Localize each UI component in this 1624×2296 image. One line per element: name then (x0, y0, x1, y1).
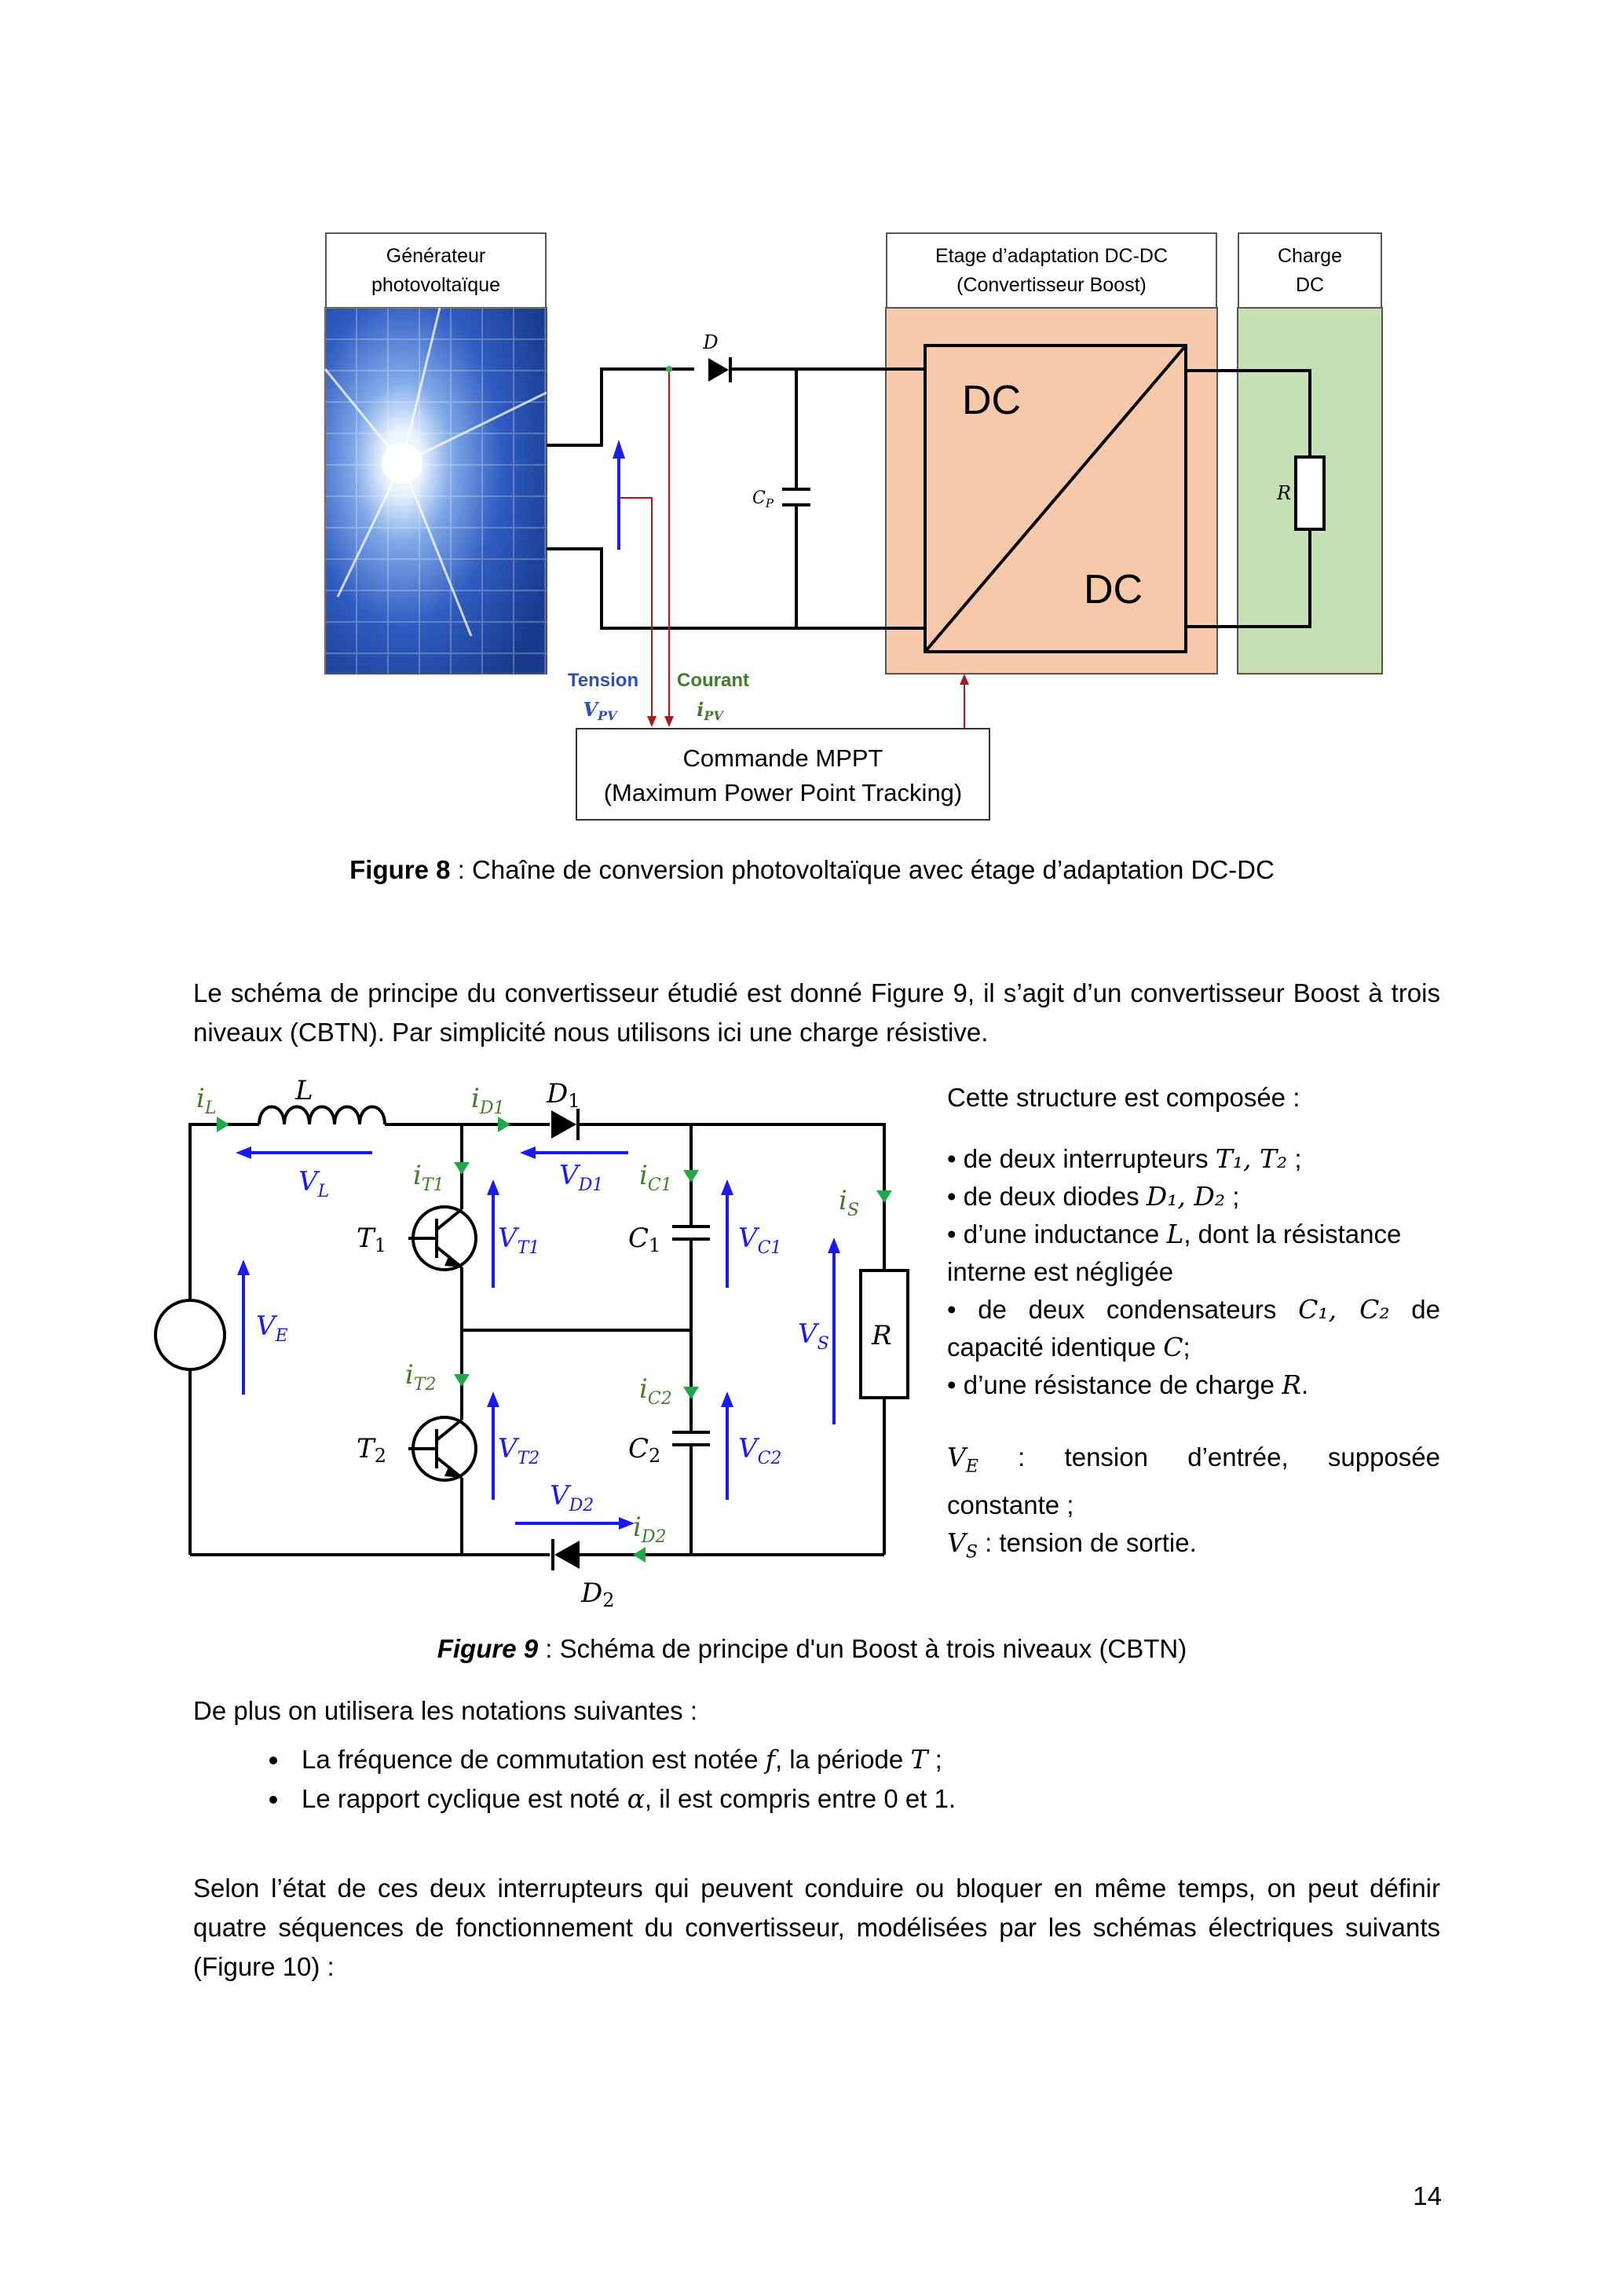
current-arrows (217, 1117, 892, 1563)
list-item: Le rapport cyclique est noté α, il est c… (291, 1779, 956, 1819)
mppt-line2: (Maximum Power Point Tracking) (604, 779, 963, 806)
structure-item: capacité identique C; (947, 1332, 1191, 1362)
resistor-r-symbol (1294, 455, 1326, 531)
mppt-line1: Commande MPPT (683, 744, 883, 772)
label-t1: T1 (357, 1223, 386, 1256)
ve-definition: VE : tension d’entrée, supposée (947, 1442, 1440, 1477)
page-number: 14 (1413, 2181, 1442, 2210)
courant-symbol: iPV (697, 698, 724, 723)
generator-label-line2: photovoltaïque (371, 274, 501, 296)
pv-panel-image (324, 307, 547, 675)
transistor-t2-symbol (408, 1416, 477, 1482)
diode-d2-symbol (551, 1539, 580, 1570)
capacitor-c1-symbol (672, 1225, 710, 1241)
structure-intro: Cette structure est composée : (947, 1083, 1300, 1112)
voltage-arrows (236, 1146, 840, 1530)
dc-output-label: DC (1084, 567, 1143, 612)
label-is: iS (839, 1185, 859, 1220)
notations-intro: De plus on utilisera les notations suiva… (193, 1696, 698, 1725)
label-d1: D1 (546, 1078, 580, 1112)
tension-arrow (613, 440, 625, 550)
resistor-r-label: R (1276, 482, 1291, 504)
structure-item: • de deux diodes D₁, D₂ ; (947, 1181, 1240, 1212)
figure-8-wiring (547, 367, 1311, 630)
capacitor-c2-symbol (672, 1431, 710, 1446)
figure-9-caption-label: Figure 9 (437, 1634, 539, 1663)
stage-box-header: Etage d’adaptation DC-DC (Convertisseur … (886, 232, 1217, 309)
load-label-line2: DC (1295, 274, 1325, 296)
transistor-t1-symbol (408, 1205, 477, 1271)
dc-dc-converter-symbol (924, 344, 1187, 653)
figure-9-caption-text: : Schéma de principe d'un Boost à trois … (538, 1634, 1187, 1663)
stage-label-line2: (Convertisseur Boost) (956, 274, 1147, 296)
dc-input-label: DC (962, 378, 1021, 423)
label-it2: iT2 (405, 1359, 437, 1395)
label-c2: C2 (628, 1433, 660, 1467)
figure-8-caption-text: : Chaîne de conversion photovoltaïque av… (450, 855, 1275, 884)
label-ic2: iC2 (639, 1373, 672, 1409)
structure-description: Cette structure est composée : • de deux… (947, 1079, 1440, 1571)
tension-symbol: VPV (583, 698, 618, 723)
figure-8-caption: Figure 8 : Chaîne de conversion photovol… (0, 853, 1624, 887)
diode-d-label: D (702, 331, 718, 353)
label-r: R (871, 1320, 892, 1351)
intro-paragraph: Le schéma de principe du convertisseur é… (193, 978, 1440, 1047)
label-ve: VE (256, 1311, 288, 1346)
structure-item: • de deux interrupteurs T₁, T₂ ; (947, 1143, 1302, 1174)
structure-item: • de deux condensateurs C₁, C₂ de (947, 1294, 1441, 1325)
capacitor-cp-symbol (782, 488, 810, 506)
label-id1: iD1 (471, 1083, 505, 1118)
mppt-box (576, 728, 990, 821)
figure-9-caption: Figure 9 : Schéma de principe d'un Boost… (0, 1632, 1624, 1666)
structure-item: • d’une inductance L, dont la résistance (947, 1219, 1402, 1249)
tension-label: Tension (568, 670, 638, 691)
label-l: L (294, 1075, 313, 1106)
label-vt2: VT2 (498, 1433, 540, 1468)
figure-8-diagram: D CP R DC DC Tension VPV Courant iPV Com… (324, 307, 1383, 821)
label-vc2: VC2 (738, 1433, 781, 1468)
generator-box-header: Générateur photovoltaïque (325, 232, 547, 309)
figure-8-caption-label: Figure 8 (349, 855, 451, 884)
load-label-line1: Charge (1278, 245, 1342, 267)
courant-label: Courant (677, 670, 749, 691)
diode-d-symbol (708, 357, 732, 382)
capacitor-cp-label: CP (752, 488, 774, 510)
label-t2: T2 (357, 1433, 386, 1467)
label-vd1: VD1 (559, 1160, 603, 1195)
stage-box (885, 307, 1218, 675)
label-vs: VS (798, 1318, 829, 1354)
label-it1: iT1 (413, 1160, 444, 1195)
label-vt1: VT1 (498, 1223, 540, 1258)
vs-definition: VS : tension de sortie. (947, 1526, 1197, 1563)
label-id2: iD2 (633, 1512, 667, 1547)
label-d2: D2 (580, 1578, 615, 1611)
structure-item: interne est négligée (947, 1257, 1174, 1286)
measurement-wires (619, 371, 965, 729)
generator-label-line1: Générateur (386, 245, 486, 267)
inductor-l-symbol (258, 1105, 386, 1125)
structure-item: • d’une résistance de charge R. (947, 1369, 1309, 1400)
notations-list: La fréquence de commutation est notée f,… (251, 1740, 956, 1819)
stage-label-line1: Etage d’adaptation DC-DC (935, 245, 1168, 267)
label-vd2: VD2 (550, 1480, 594, 1515)
resistor-r9-symbol (859, 1269, 909, 1399)
label-ic1: iC1 (639, 1160, 672, 1195)
label-vl: VL (298, 1166, 329, 1201)
ve-definition-cont: constante ; (947, 1490, 1074, 1519)
voltage-source-symbol (154, 1299, 226, 1371)
list-item: La fréquence de commutation est notée f,… (291, 1740, 956, 1779)
closing-paragraph: Selon l’état de ces deux interrupteurs q… (193, 1874, 1440, 1981)
label-vc1: VC1 (738, 1223, 781, 1258)
diode-d1-symbol (551, 1109, 580, 1140)
label-il: iL (196, 1083, 216, 1118)
label-c1: C1 (628, 1223, 660, 1256)
